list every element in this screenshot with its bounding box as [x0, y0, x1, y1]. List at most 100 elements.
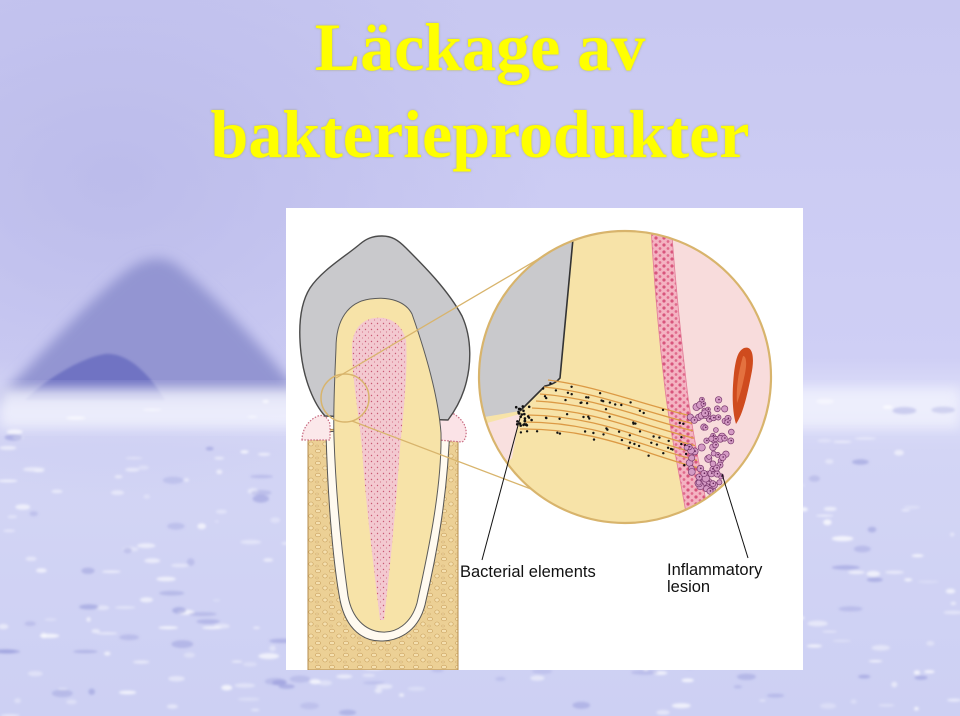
inflammatory-lesion [683, 396, 735, 495]
sea-shadow [631, 670, 658, 675]
sea-shadow [838, 606, 863, 612]
label-inflammatory-lesion-line-2: lesion [667, 578, 710, 596]
sea-sparkle [257, 452, 271, 456]
inflammatory-cell-nucleus [705, 426, 707, 429]
sea-sparkle [918, 580, 939, 583]
bacterial-dot [582, 415, 585, 419]
bacterial-dot [566, 391, 570, 394]
sea-sparkle [806, 644, 823, 648]
periodontal-fiber [523, 421, 698, 462]
sea-sparkle [27, 671, 43, 677]
sea-sparkle [253, 626, 260, 629]
bacterial-dot [661, 408, 665, 412]
bacterial-dot [585, 402, 589, 405]
tooth-overview [299, 235, 553, 670]
bacterial-dot [598, 392, 602, 395]
bacterial-dot [678, 421, 681, 425]
bacterial-dot [527, 416, 531, 419]
inflammatory-cell-nucleus [709, 418, 711, 420]
sea-shadow [362, 681, 386, 685]
sea-sparkle [114, 606, 136, 609]
inflammatory-cell [716, 479, 723, 486]
title-line-1: Läckage av [314, 9, 646, 85]
sea-sparkle [656, 710, 670, 715]
inflammatory-cell [683, 444, 690, 451]
sea-sparkle [138, 465, 149, 470]
bacterial-dot [683, 464, 686, 467]
sea-sparkle [183, 652, 195, 658]
sea-sparkle [213, 599, 221, 602]
sea-shadow [892, 407, 917, 415]
sea-shadow [250, 474, 274, 479]
sea-shadow [123, 547, 133, 554]
inflammatory-cell-nucleus [709, 490, 712, 492]
bacterial-dot [592, 431, 595, 435]
bacterial-dot [522, 409, 525, 413]
bacterial-dot [585, 396, 588, 399]
sea-shadow [51, 689, 73, 698]
inflammatory-cell-nucleus [693, 419, 696, 421]
sea-sparkle [7, 515, 18, 519]
sea-sparkle [945, 588, 956, 594]
sea-sparkle [243, 662, 257, 667]
sea-shadow [339, 709, 357, 716]
sea-sparkle [15, 504, 31, 510]
sea-sparkle [214, 456, 225, 460]
sea-sparkle [14, 698, 21, 704]
sea-sparkle [133, 660, 150, 664]
bacterial-dot [667, 439, 670, 443]
sea-sparkle [35, 568, 47, 573]
inflammatory-cell-nucleus [724, 437, 726, 439]
sea-sparkle [238, 697, 260, 701]
periodontal-fiber [519, 428, 699, 469]
sea-shadow [205, 446, 214, 451]
sea-sparkle [882, 405, 893, 409]
figure-panel: Bacterial elements Inflammatory lesion [286, 208, 803, 670]
sea-sparkle [114, 475, 123, 479]
sea-sparkle [6, 429, 23, 435]
sea-sparkle [258, 653, 280, 660]
sea-shadow [733, 685, 742, 689]
inflammatory-cell [687, 468, 696, 476]
sea-shadow [858, 674, 871, 679]
inflammatory-cell-nucleus [722, 456, 724, 458]
sea-shadow [495, 676, 506, 682]
bacterial-dot [514, 405, 518, 409]
sea-shadow [736, 673, 756, 680]
magnifier-source-circle [320, 373, 370, 423]
bacterial-dot [545, 396, 548, 400]
inflammatory-cell-nucleus [727, 417, 730, 419]
inflammatory-cell-nucleus [715, 437, 717, 440]
pointer-bacterial-elements [481, 417, 521, 561]
bacterial-dot [637, 444, 641, 448]
bacterial-elements [514, 382, 688, 467]
inflammatory-cell [697, 443, 706, 452]
sea-sparkle [0, 445, 17, 450]
sea-sparkle [823, 519, 832, 526]
bacterial-dot [604, 408, 608, 411]
sea-shadow [867, 526, 877, 533]
bacterial-dot [628, 434, 631, 437]
bacterial-dot [628, 441, 632, 444]
bacterial-dot [666, 446, 670, 449]
sea-sparkle [144, 558, 161, 564]
sea-shadow [931, 406, 955, 414]
sea-shadow [171, 640, 194, 648]
sea-sparkle [214, 520, 219, 523]
bacterial-dot [517, 407, 521, 411]
bacterial-dot [652, 435, 655, 438]
sea-shadow [81, 567, 95, 574]
sea-sparkle [759, 699, 766, 702]
sea-sparkle [672, 703, 691, 709]
inflammatory-cell-nucleus [720, 475, 723, 477]
inflammatory-cell-nucleus [701, 398, 704, 401]
bacterial-dot [519, 431, 523, 434]
sea-sparkle [399, 693, 405, 697]
sea-sparkle [39, 633, 60, 639]
label-inflammatory-lesion-line-1: Inflammatory [667, 561, 763, 579]
sea-shadow [300, 702, 319, 710]
sea-sparkle [854, 437, 877, 440]
bacterial-dot [642, 411, 645, 415]
sea-sparkle [681, 678, 694, 683]
bacterial-dot [684, 452, 688, 456]
